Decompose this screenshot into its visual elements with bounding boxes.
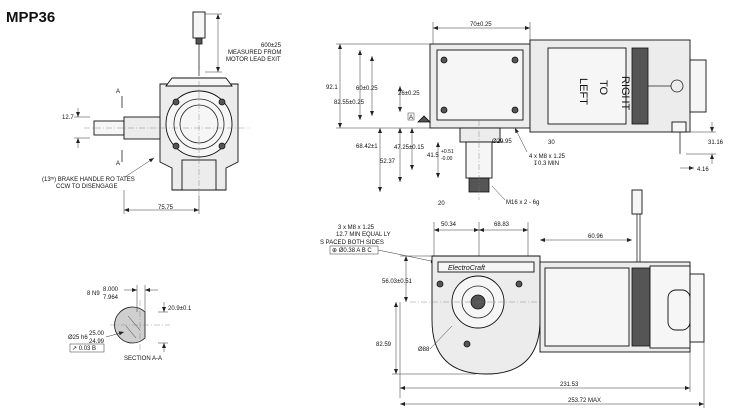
tap-note-1: 4 x M8 x 1.25 [529,154,566,160]
key-width-label: 8 N9 [87,291,100,297]
dim-60b: 60.96 [588,234,604,240]
dim-253: 253.72 MAX [568,398,601,404]
key-width-max: 8.000 [103,287,119,293]
lead-note-3: MOTOR LEAD EXIT [226,57,281,63]
dim-20: 20 [438,201,445,207]
dim-26: 26±0.25 [398,91,420,97]
hole-note-3: S PACED BOTH SIDES [320,240,384,246]
dim-68: 68.42±1 [356,144,378,150]
hole-note-2: 12.7 MIN EQUAL LY [336,232,391,238]
shaft-offset-dim: 12.7 [62,115,74,121]
dim-231: 231.53 [560,382,579,388]
dim-56: 56.03±0.51 [382,279,413,285]
width-dim: 75.75 [158,205,174,211]
brand-label: ElectroCraft [448,265,486,272]
dim-41: 41.5 [427,153,439,159]
brake-note-2: CCW TO DISENGAGE [56,184,117,190]
brake-note-1: (13ᵐ) BRAKE HANDLE RO TATES [42,177,135,183]
section-mark-top: A [116,89,120,95]
runout-callout: ↗ 0.03 B [72,346,96,352]
dim-52: 52.37 [380,159,396,165]
motor-cable-connector [192,11,206,39]
rotation-label-right: RIGHT [619,76,631,111]
section-a-a: 8 N9 8.000 7.964 20.9±0.1 Ø25 h6 25.00 2… [68,285,192,362]
lead-length-dim: 600±25 [261,43,282,49]
hole-note-1: 3 x M8 x 1.25 [338,225,375,231]
thread-callout: M16 x 2 - 6g [506,200,539,206]
shaft-dia-label: Ø25 h6 [68,335,88,341]
rotation-label-to: TO [597,80,609,96]
section-caption: SECTION A-A [124,356,162,362]
section-mark-bottom: A [116,161,120,167]
dim-29: Ø29.95 [492,139,512,145]
datum-a: A [409,115,413,121]
key-depth-dim: 20.9±0.1 [168,306,192,312]
rotation-label-left: LEFT [577,78,589,105]
top-view: 70±0.25 LEFT TO RIGHT 92.1 60±0.25 8 [326,22,724,207]
dim-68b: 68.83 [494,222,510,228]
motor-face [165,90,233,158]
dim-60: 60±0.25 [356,86,378,92]
dim-50: 50.34 [441,222,457,228]
lead-note-2: MEASURED FROM [228,50,281,56]
shaft-dia-max: 25.00 [89,331,105,337]
dim-82: 82.55±0.25 [334,100,365,106]
tap-note-2: ↧0.3 MIN [533,160,559,167]
side-view: 3 x M8 x 1.25 12.7 MIN EQUAL LY S PACED … [320,189,705,408]
dim-92: 92.1 [326,85,338,91]
drawing-title: MPP36 [6,9,55,26]
dim-70: 70±0.25 [470,22,492,28]
key-width-min: 7.964 [103,295,119,301]
tol-plus: +0.51 [441,149,454,155]
dim-31: 31.16 [708,140,724,146]
dim-82b: 82.59 [376,342,392,348]
shaft-dia-min: 24.99 [89,339,105,345]
dim-30: 30 [548,140,555,146]
dim-88: Ø88 [418,347,430,353]
dim-47: 47.25±0.15 [394,145,425,151]
dim-4: 4.16 [697,167,709,173]
front-view: 600±25 MEASURED FROM MOTOR LEAD EXIT 12.… [42,11,282,214]
position-callout: ⊕ Ø0.38 A B C [332,248,372,254]
tol-minus: -0.00 [441,156,453,162]
